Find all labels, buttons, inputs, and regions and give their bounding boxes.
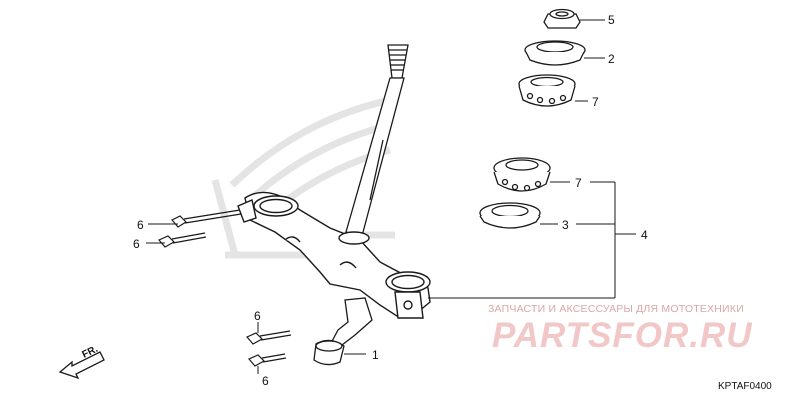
diagram-code: KPTAF0400 — [718, 381, 772, 392]
watermark-text: ЗАПЧАСТИ И АКСЕССУАРЫ ДЛЯ МОТОТЕХНИКИ — [488, 303, 744, 315]
callout-3: 3 — [562, 218, 569, 232]
part-3-race — [479, 202, 541, 229]
part-7-bearing-lower — [493, 157, 551, 192]
callout-4: 4 — [641, 228, 648, 242]
part-5-nut — [543, 8, 581, 29]
callout-6-lower-b: 6 — [262, 374, 269, 388]
callout-5: 5 — [608, 13, 615, 27]
front-direction-arrow: FR. — [58, 344, 105, 380]
lower-triple-clamp — [237, 191, 431, 319]
bolts-lower — [246, 330, 292, 367]
watermark-logo: PARTSFOR.RU — [492, 316, 753, 355]
callout-7-upper: 7 — [592, 95, 599, 109]
callout-6-upper-a: 6 — [137, 218, 144, 232]
callout-6-upper-b: 6 — [133, 237, 140, 251]
bolts-upper — [158, 209, 242, 248]
part-2-seal — [524, 40, 586, 66]
brake-hose-clamp — [313, 297, 373, 366]
leader-lines — [146, 19, 636, 374]
callout-2: 2 — [608, 52, 615, 66]
callout-6-lower-a: 6 — [254, 309, 261, 323]
callout-7-lower: 7 — [575, 176, 582, 190]
callout-1: 1 — [372, 348, 379, 362]
part-7-bearing-upper — [518, 74, 576, 107]
steering-stem-shaft — [345, 44, 409, 237]
